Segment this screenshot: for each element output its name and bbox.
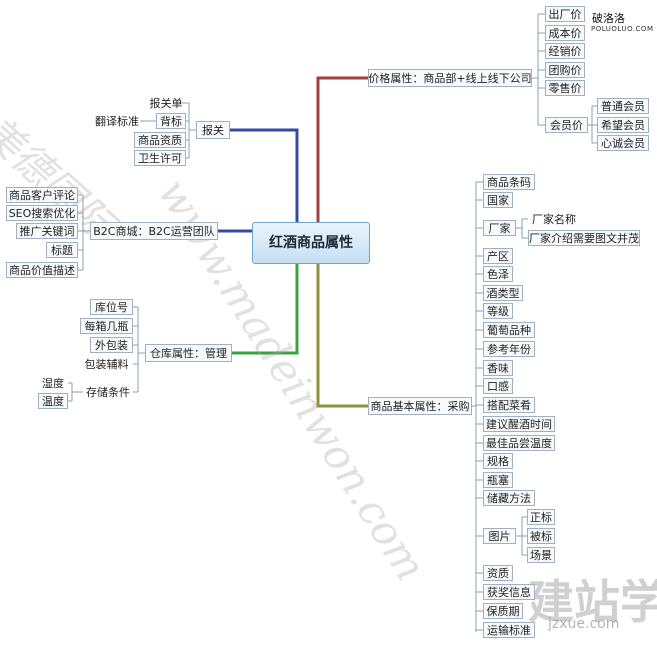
storage-condition-node[interactable]: 存储条件 [86, 385, 130, 399]
picture-node[interactable]: 图片 [483, 528, 516, 544]
b2c-item[interactable]: 商品客户评论 [6, 187, 78, 203]
basic-item[interactable]: 色泽 [483, 266, 513, 282]
member-price-node[interactable]: 会员价 [545, 117, 588, 133]
b2c-branch-node[interactable]: B2C商城：B2C运营团队 [90, 222, 218, 240]
b2c-item[interactable]: SEO搜索优化 [6, 205, 78, 221]
customs-item[interactable]: 商品资质 [134, 132, 186, 148]
basic-item[interactable]: 最佳品尝温度 [483, 435, 555, 451]
basic-branch-line [316, 260, 368, 408]
root-node[interactable]: 红酒商品属性 [252, 222, 370, 264]
member-item[interactable]: 希望会员 [597, 117, 649, 133]
basic-item[interactable]: 国家 [483, 192, 513, 208]
basic-branch-node[interactable]: 商品基本属性：采购 [368, 397, 472, 415]
customs-branch-line [218, 128, 299, 238]
price-item[interactable]: 出厂价 [545, 6, 585, 22]
warehouse-branch-line [232, 260, 299, 355]
basic-item[interactable]: 建议醒酒时间 [483, 416, 555, 432]
basic-item[interactable]: 酒类型 [483, 285, 523, 301]
basic-item[interactable]: 葡萄品种 [483, 322, 535, 338]
basic-item[interactable]: 获奖信息 [483, 584, 535, 600]
translate-standard-node[interactable]: 翻译标准 [95, 114, 139, 128]
member-item[interactable]: 心诚会员 [597, 135, 649, 151]
picture-item[interactable]: 被标 [527, 528, 555, 544]
b2c-item[interactable]: 推广关键词 [16, 223, 78, 239]
basic-item[interactable]: 规格 [483, 453, 513, 469]
customs-branch-node[interactable]: 报关 [196, 121, 230, 139]
warehouse-item[interactable]: 库位号 [90, 299, 133, 315]
basic-item[interactable]: 等级 [483, 303, 513, 319]
price-item[interactable]: 零售价 [545, 80, 585, 96]
picture-item[interactable]: 正标 [527, 509, 555, 525]
basic-item[interactable]: 产区 [483, 248, 513, 264]
member-item[interactable]: 普通会员 [597, 98, 649, 114]
site-logo-watermark: 建站学 [528, 575, 657, 629]
price-item[interactable]: 经销价 [545, 43, 585, 59]
basic-item[interactable]: 瓶塞 [483, 472, 513, 488]
warehouse-branch-node[interactable]: 仓库属性：管理 [145, 344, 232, 362]
basic-item[interactable]: 商品条码 [483, 174, 535, 190]
basic-item[interactable]: 搭配菜肴 [483, 397, 535, 413]
basic-item[interactable]: 保质期 [483, 603, 523, 619]
b2c-item[interactable]: 商品价值描述 [6, 262, 78, 278]
basic-item[interactable]: 资质 [483, 565, 513, 581]
maker-item[interactable]: 厂家名称 [532, 212, 576, 226]
basic-item[interactable]: 运输标准 [483, 622, 535, 638]
customs-item[interactable]: 报关单 [149, 96, 183, 110]
b2c-item[interactable]: 标题 [46, 242, 78, 258]
warehouse-item[interactable]: 外包装 [90, 337, 133, 353]
maker-node[interactable]: 厂家 [483, 220, 516, 236]
storage-item[interactable]: 温度 [38, 393, 68, 409]
price-branch-line [316, 76, 368, 238]
price-item[interactable]: 成本价 [545, 25, 585, 41]
warehouse-item[interactable]: 每箱几瓶 [80, 318, 133, 334]
warehouse-item[interactable]: 包装辅料 [84, 357, 129, 371]
price-item[interactable]: 团购价 [545, 62, 585, 78]
site-url-watermark: jzxue.com [548, 616, 620, 632]
maker-item[interactable]: 厂家介绍需要图文并茂 [528, 230, 640, 246]
basic-item[interactable]: 参考年份 [483, 341, 535, 357]
brand-url-watermark: POLUOLUO.COM [591, 25, 654, 33]
customs-item[interactable]: 卫生许可 [134, 150, 186, 166]
brand-watermark: 破洛洛 [592, 12, 625, 25]
basic-item[interactable]: 储藏方法 [483, 490, 535, 506]
basic-item[interactable]: 口感 [483, 378, 513, 394]
picture-item[interactable]: 场景 [527, 547, 555, 563]
storage-item[interactable]: 湿度 [42, 376, 64, 390]
price-branch-node[interactable]: 价格属性：商品部+线上线下公司 [368, 69, 532, 87]
basic-item[interactable]: 香味 [483, 360, 513, 376]
customs-item[interactable]: 背标 [156, 113, 186, 129]
